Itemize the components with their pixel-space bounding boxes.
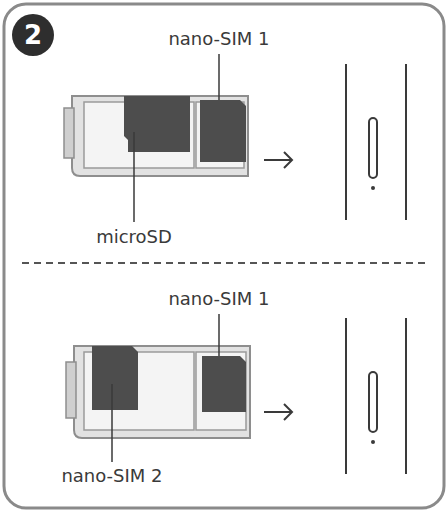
sim-tray-bottom	[66, 346, 250, 438]
sim-tray-top	[64, 96, 248, 176]
leader-line	[111, 384, 113, 462]
part-label: nano-SIM 1	[168, 288, 269, 310]
step-badge: 2	[12, 14, 54, 56]
part-label: microSD	[96, 226, 172, 248]
phone-side	[346, 318, 406, 474]
divider	[22, 262, 426, 264]
part-label: nano-SIM 1	[168, 28, 269, 50]
part-label: nano-SIM 2	[61, 465, 162, 487]
leader-line	[218, 54, 220, 100]
insert-arrow	[264, 152, 292, 168]
frame	[4, 4, 444, 508]
leader-line	[133, 132, 135, 222]
insert-arrow	[264, 404, 292, 420]
leader-line	[218, 314, 220, 356]
callout-number: 2	[24, 20, 42, 50]
phone-side	[346, 64, 406, 220]
